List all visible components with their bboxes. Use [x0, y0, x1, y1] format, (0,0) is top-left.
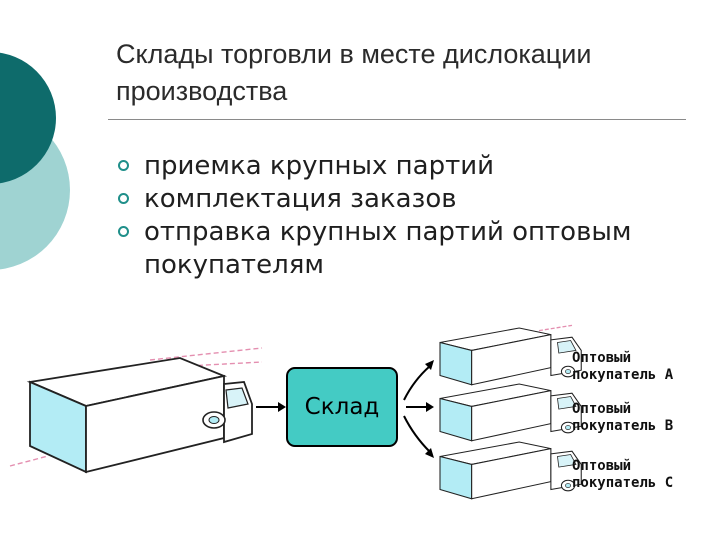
bullet-text: комплектация заказов: [144, 184, 457, 214]
dark-teal-circle: [0, 52, 56, 184]
bullet-text: приемка крупных партий: [144, 151, 495, 181]
title-divider: [108, 119, 686, 120]
warehouse-box: Склад: [286, 367, 398, 447]
bullet-item: отправка крупных партий оптовым покупате…: [116, 216, 696, 282]
bullet-list: приемка крупных партий комплектация зака…: [116, 150, 696, 282]
truck-icon-buyer-b: [439, 383, 582, 442]
bullet-circle-icon: [118, 193, 129, 204]
bullet-circle-icon: [118, 226, 129, 237]
decorative-circles: [0, 52, 70, 270]
buyer-label-c: Оптовый покупатель С: [572, 458, 674, 491]
big-truck-icon: [9, 347, 263, 474]
bullet-item: комплектация заказов: [116, 183, 696, 216]
distribution-diagram: [9, 324, 582, 500]
truck-icon-buyer-a: [439, 324, 582, 386]
bullet-item: приемка крупных партий: [116, 150, 696, 183]
bullet-circle-icon: [118, 160, 129, 171]
truck-icon-buyer-c: [439, 441, 582, 500]
bullet-text: отправка крупных партий оптовым покупате…: [144, 217, 632, 280]
arrow-to-warehouse: [256, 402, 286, 412]
arrows-to-buyers: [403, 360, 434, 458]
slide-title: Склады торговли в месте дислокации произ…: [116, 39, 592, 106]
buyer-label-b: Оптовый покупатель В: [572, 401, 674, 434]
buyer-label-a: Оптовый покупатель А: [572, 350, 674, 383]
